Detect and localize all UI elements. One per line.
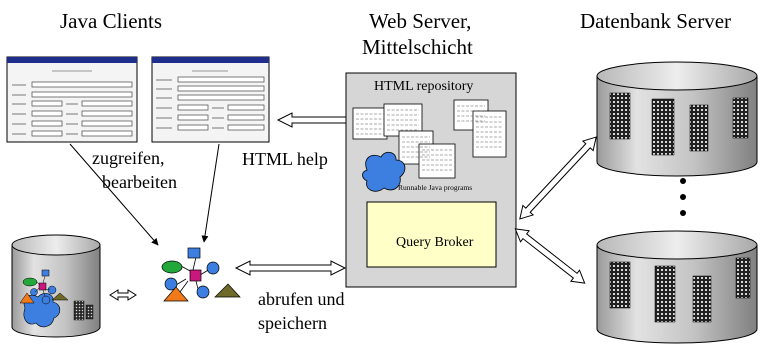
ellipsis-dots bbox=[680, 178, 686, 216]
web-server-heading-line1: Web Server, bbox=[369, 9, 472, 33]
local-database-icon bbox=[11, 234, 101, 338]
query-broker-label: Query Broker bbox=[396, 235, 474, 250]
html-help-label: HTML help bbox=[242, 149, 328, 169]
db-server-heading: Datenbank Server bbox=[580, 9, 732, 33]
arrow-server-db-bottom bbox=[514, 228, 586, 284]
database-cylinder-icon bbox=[596, 61, 758, 177]
arrow-clients-to-model bbox=[69, 143, 159, 246]
runnable-java-label: Runnable Java programs bbox=[398, 183, 473, 192]
arrow-localdb-model bbox=[109, 289, 137, 301]
query-broker-box bbox=[366, 201, 497, 268]
database-cylinder-icon bbox=[596, 230, 758, 344]
object-model-icon bbox=[161, 247, 241, 302]
runnable-programs-blob-icon bbox=[362, 151, 406, 192]
html-repository-label: HTML repository bbox=[374, 79, 474, 94]
help-window-icon bbox=[151, 56, 270, 143]
web-server-heading-line2: Mittelschicht bbox=[362, 35, 473, 59]
client-window-icon bbox=[6, 56, 138, 143]
zugreifen-label: zugreifen, bbox=[92, 148, 165, 168]
arrow-abrufen-speichern bbox=[234, 260, 347, 276]
arrow-help-to-model bbox=[201, 143, 220, 243]
bearbeiten-label: bearbeiten bbox=[102, 172, 177, 192]
arrow-server-db-top bbox=[519, 136, 597, 220]
abrufen-label: abrufen und bbox=[258, 289, 345, 309]
arrow-html-help bbox=[276, 112, 347, 128]
speichern-label: speichern bbox=[258, 313, 327, 333]
java-clients-heading: Java Clients bbox=[60, 9, 163, 33]
